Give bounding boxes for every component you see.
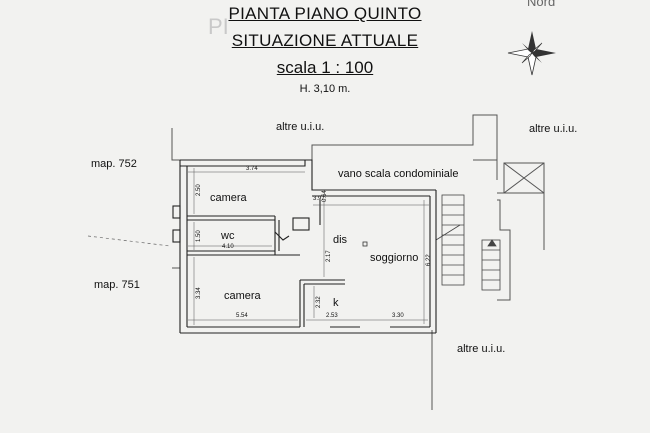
label-altre-uiu-top: altre u.i.u. bbox=[276, 121, 325, 133]
dimension-label: 4.10 bbox=[222, 244, 234, 250]
label-vano-scala: vano scala condominiale bbox=[338, 168, 459, 180]
room-label-k: k bbox=[333, 297, 339, 309]
dimension-label: 5.54 bbox=[236, 313, 248, 319]
label-map-752: map. 752 bbox=[91, 158, 137, 170]
room-label-dis: dis bbox=[333, 234, 348, 246]
plan-scale: scala 1 : 100 bbox=[276, 58, 374, 77]
north-label: Nord bbox=[527, 0, 556, 9]
label-map-751: map. 751 bbox=[94, 279, 140, 291]
room-label-camera-bottom: camera bbox=[224, 290, 261, 302]
plan-subtitle: SITUAZIONE ATTUALE bbox=[231, 31, 419, 50]
dimension-label: 3.34 bbox=[196, 287, 202, 299]
dimension-label: 3.30 bbox=[392, 313, 404, 319]
room-label-camera-top: camera bbox=[210, 192, 247, 204]
label-altre-uiu-bottom-right: altre u.i.u. bbox=[457, 343, 506, 355]
room-label-soggiorno: soggiorno bbox=[370, 252, 419, 264]
dimension-label: 1.50 bbox=[196, 230, 202, 242]
dimension-label: 0.64 bbox=[322, 190, 328, 202]
plan-height: H. 3,10 m. bbox=[299, 83, 351, 95]
bleed-through-text: PI bbox=[208, 14, 229, 39]
dimension-label: 3.97 bbox=[313, 196, 325, 202]
compass-rose-icon bbox=[507, 31, 556, 76]
room-label-wc: wc bbox=[221, 230, 235, 242]
plan-title: PIANTA PIANO QUINTO bbox=[228, 4, 422, 23]
dimension-label: 3.74 bbox=[246, 166, 258, 172]
dimension-label: 6.22 bbox=[426, 254, 432, 266]
label-altre-uiu-top-right: altre u.i.u. bbox=[529, 123, 578, 135]
dimension-label: 2.53 bbox=[326, 313, 338, 319]
dimension-label: 2.17 bbox=[326, 250, 332, 262]
dimension-label: 2.50 bbox=[196, 184, 202, 196]
dimension-label: 2.32 bbox=[316, 296, 322, 308]
